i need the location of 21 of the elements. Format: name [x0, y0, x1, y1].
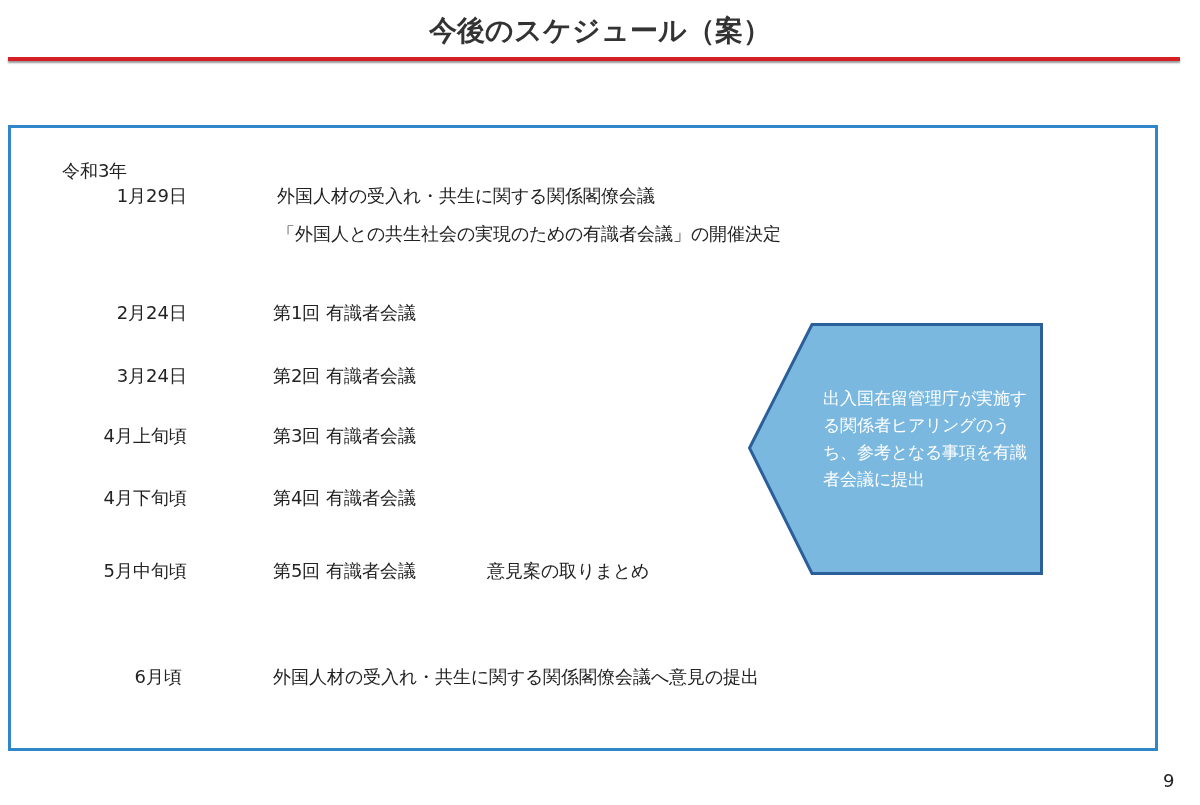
- schedule-text: 1月29日: [116, 185, 187, 207]
- schedule-text: 5月中旬頃: [103, 560, 187, 582]
- content-frame: [8, 125, 1158, 751]
- schedule-text: 令和3年: [62, 160, 128, 182]
- schedule-text: 外国人材の受入れ・共生に関する関係閣僚会議: [277, 185, 655, 207]
- schedule-text: 2月24日: [116, 302, 187, 324]
- schedule-text: 第4回 有識者会議: [273, 487, 417, 509]
- schedule-text: 第5回 有識者会議: [273, 560, 417, 582]
- page-number: 9: [1163, 770, 1175, 792]
- schedule-text: 4月下旬頃: [103, 487, 187, 509]
- schedule-text: 外国人材の受入れ・共生に関する関係閣僚会議へ意見の提出: [273, 666, 759, 688]
- schedule-text: 第1回 有識者会議: [273, 302, 417, 324]
- schedule-text: 3月24日: [116, 365, 187, 387]
- callout-text: 出入国在留管理庁が実施する関係者ヒアリングのうち、参考となる事項を有識者会議に提出: [823, 387, 1028, 491]
- schedule-text: 4月上旬頃: [103, 425, 187, 447]
- slide-title: 今後のスケジュール（案）: [428, 13, 772, 49]
- schedule-text: 6月頃: [134, 666, 182, 688]
- schedule-text: 第2回 有識者会議: [273, 365, 417, 387]
- schedule-text: 「外国人との共生社会の実現のための有識者会議」の開催決定: [277, 223, 781, 245]
- schedule-text: 意見案の取りまとめ: [487, 560, 649, 582]
- schedule-text: 第3回 有識者会議: [273, 425, 417, 447]
